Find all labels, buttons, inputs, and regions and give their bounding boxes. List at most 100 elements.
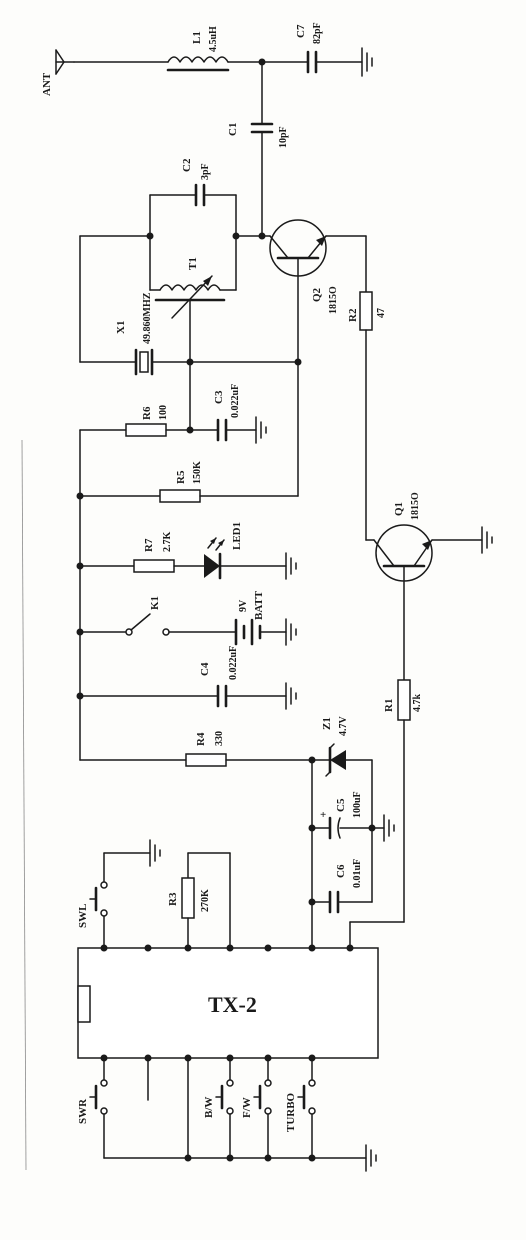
capacitor-c2 [194, 183, 206, 207]
resistor-r5 [159, 489, 201, 503]
ground-symbol [383, 814, 395, 842]
ground-symbol [255, 416, 267, 444]
ground-symbol [149, 839, 161, 867]
q1-ref: Q1 [393, 502, 405, 516]
r6-value: 100 [158, 405, 169, 420]
x1-ref: X1 [115, 321, 127, 334]
r2-ref: R2 [347, 308, 359, 322]
c3-ref: C3 [213, 390, 225, 404]
c4-value: 0.022uF [228, 646, 239, 680]
c4-ref: C4 [199, 662, 211, 676]
c5-value: 100uF [352, 791, 363, 818]
r3-value: 270K [200, 889, 211, 912]
resistor-r7 [133, 559, 175, 573]
transistor-q1 [365, 524, 433, 681]
capacitor-c1 [250, 122, 274, 134]
batt-value: 9V [238, 599, 249, 612]
resistor-r3 [181, 877, 195, 919]
c6-value: 0.01uF [352, 859, 363, 888]
c5-ref: C5 [335, 798, 347, 812]
c7-value: 82pF [312, 22, 323, 44]
batt-ref: BATT [253, 590, 265, 620]
ic-pin [308, 944, 316, 952]
ground-symbol [285, 618, 297, 646]
capacitor-c3 [216, 418, 228, 442]
r1-ref: R1 [383, 699, 395, 712]
ic-pin [144, 944, 152, 952]
ic-notch [77, 985, 91, 1023]
junction-dot [264, 1154, 272, 1162]
l1-ref: L1 [191, 31, 203, 44]
ground-symbol [481, 526, 493, 554]
resistor-r2 [359, 291, 373, 331]
k1-ref: K1 [149, 596, 161, 610]
junction-dot [76, 562, 84, 570]
switch-fw [253, 1079, 272, 1115]
bw-label: B/W [203, 1097, 215, 1118]
ground-symbol [285, 682, 297, 710]
junction-dot [308, 824, 316, 832]
ic-pin [184, 944, 192, 952]
junction-dot [76, 628, 84, 636]
ic-pin [264, 944, 272, 952]
capacitor-c6 [328, 890, 340, 914]
x1-value: 49.860MHZ [142, 292, 153, 344]
ic-pin [226, 944, 234, 952]
q2-ref: Q2 [311, 287, 323, 302]
ic-label: TX-2 [208, 992, 257, 1017]
c2-value: 3pF [200, 163, 211, 180]
switch-bw [215, 1079, 234, 1115]
r7-value: 2.7K [162, 532, 173, 553]
c1-value: 10pF [278, 126, 289, 148]
resistor-r6 [125, 423, 167, 437]
c6-ref: C6 [335, 864, 347, 878]
c7-ref: C7 [295, 24, 307, 38]
transformer-t1 [149, 275, 237, 319]
turbo-label: TURBO [285, 1092, 297, 1132]
capacitor-c7 [306, 50, 318, 74]
battery-batt [234, 618, 262, 646]
r7-ref: R7 [143, 538, 155, 552]
junction-dot [186, 426, 194, 434]
r1-value: 4.7k [412, 694, 423, 713]
z1-value: 4.7V [338, 716, 349, 737]
junction-dot [308, 1154, 316, 1162]
transistor-q2 [261, 219, 327, 363]
antenna-label: ANT [41, 72, 53, 96]
junction-dot [186, 358, 194, 366]
r5-value: 150K [192, 461, 203, 484]
r4-ref: R4 [195, 732, 207, 746]
z1-ref: Z1 [321, 717, 333, 730]
switch-swr [89, 1079, 108, 1115]
ground-symbol [361, 47, 373, 77]
c1-ref: C1 [227, 123, 239, 136]
r6-ref: R6 [141, 406, 153, 420]
c5-polarity: + [320, 809, 326, 821]
ic-pin [100, 944, 108, 952]
junction-dot [308, 898, 316, 906]
led1-diode [204, 537, 225, 580]
r4-value: 330 [214, 731, 225, 746]
junction-dot [76, 692, 84, 700]
capacitor-c5 [328, 816, 341, 840]
l1-value: 4.5uH [208, 26, 219, 52]
capacitor-c4 [216, 684, 228, 708]
q1-value: 1815O [410, 492, 421, 520]
c3-value: 0.022uF [230, 384, 241, 418]
inductor-l1 [166, 56, 230, 72]
resistor-r1 [397, 679, 411, 721]
scan-artifact-line [21, 439, 27, 1171]
antenna-symbol [55, 49, 75, 75]
zener-z1 [311, 743, 373, 777]
resistor-r4 [185, 753, 227, 767]
led1-ref: LED1 [231, 522, 243, 550]
crystal-x1 [134, 348, 154, 376]
switch-swl [89, 881, 108, 917]
r2-value: 47 [376, 308, 387, 318]
fw-label: F/W [241, 1097, 253, 1118]
switch-turbo [297, 1079, 316, 1115]
ground-symbol [285, 552, 297, 580]
ic-pin [346, 944, 354, 952]
r3-ref: R3 [167, 892, 179, 906]
